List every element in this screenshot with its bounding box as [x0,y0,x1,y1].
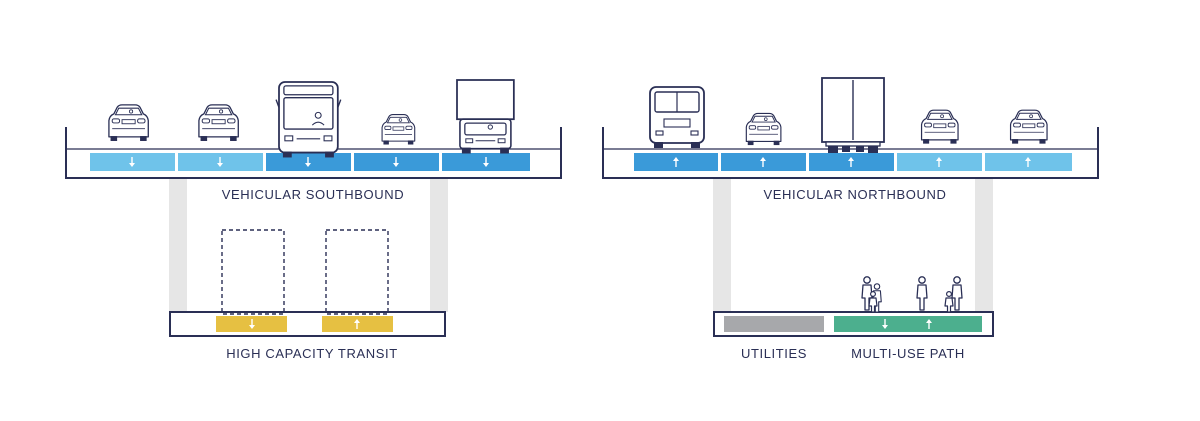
transit-vehicle-outline [325,229,389,315]
car-icon [1009,109,1048,145]
southbound-label: VEHICULAR SOUTHBOUND [222,187,404,202]
transit-vehicle-outline [221,229,285,315]
multi-use-path-band [834,316,982,332]
utilities-label: UTILITIES [741,346,807,361]
down-arrow-icon [483,157,489,167]
bus-icon [649,86,705,149]
bus-icon [275,81,342,159]
up-arrow-icon [926,319,932,329]
pedestrian-group-icon [861,276,882,313]
car-icon [745,112,782,146]
pedestrian-icon [916,276,928,311]
southbound-deck [65,127,562,179]
up-arrow-icon [354,319,360,329]
pedestrian-group-icon [944,276,963,313]
down-arrow-icon [249,319,255,329]
truck-icon [456,79,515,155]
multi-use-path-label: MULTI-USE PATH [851,346,965,361]
northbound-label: VEHICULAR NORTHBOUND [764,187,947,202]
utilities-band [724,316,824,332]
southbound-pillar-left [169,178,187,312]
northbound-structure [602,127,1099,312]
path-deck [713,311,994,337]
down-arrow-icon [217,157,223,167]
northbound-vehicles [649,77,1048,154]
transit-deck [169,311,446,337]
path-structure [713,311,994,337]
northbound-pillar-left [713,178,731,312]
car-icon [198,104,239,142]
northbound-deck [602,127,1099,179]
up-arrow-icon [848,157,854,167]
up-arrow-icon [936,157,942,167]
car-icon [108,104,149,142]
down-arrow-icon [129,157,135,167]
down-arrow-icon [393,157,399,167]
car-icon [920,109,959,145]
down-arrow-icon [305,157,311,167]
southbound-pillar-right [430,178,448,312]
northbound-lanes [634,153,1072,171]
down-arrow-icon [882,319,888,329]
up-arrow-icon [673,157,679,167]
up-arrow-icon [1025,157,1031,167]
up-arrow-icon [760,157,766,167]
transit-label: HIGH CAPACITY TRANSIT [226,346,398,361]
transit-structure [169,229,446,337]
southbound-vehicles [108,79,515,159]
northbound-pillar-right [975,178,993,312]
car-icon [381,114,416,146]
pedestrians [861,276,963,313]
truck-icon [821,77,885,154]
southbound-lanes [90,153,530,171]
